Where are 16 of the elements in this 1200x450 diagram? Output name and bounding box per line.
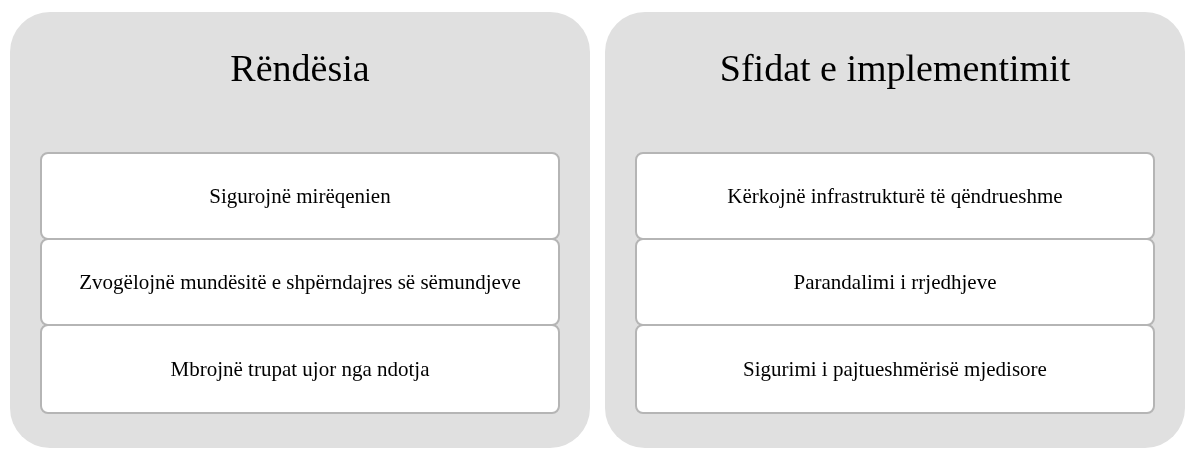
item-text: Kërkojnë infrastrukturë të qëndrueshme <box>727 183 1063 209</box>
item-text: Parandalimi i rrjedhjeve <box>793 269 997 295</box>
item-text: Zvogëlojnë mundësitë e shpërndajres së sëmundjeve <box>79 269 521 295</box>
item-box <box>635 152 1155 240</box>
item-box <box>40 324 560 414</box>
panel-heading: Rëndësia <box>229 46 371 90</box>
panel-card <box>605 12 1185 448</box>
item-text: Sigurojnë mirëqenien <box>209 183 391 209</box>
panel-heading: Sfidat e implementimit <box>718 46 1072 90</box>
item-box <box>635 324 1155 414</box>
item-box <box>40 238 560 326</box>
item-text: Mbrojnë trupat ujor nga ndotja <box>170 356 430 382</box>
panel-card <box>10 12 590 448</box>
item-box <box>635 238 1155 326</box>
item-box <box>40 152 560 240</box>
item-text: Sigurimi i pajtueshmërisë mjedisore <box>743 356 1047 382</box>
